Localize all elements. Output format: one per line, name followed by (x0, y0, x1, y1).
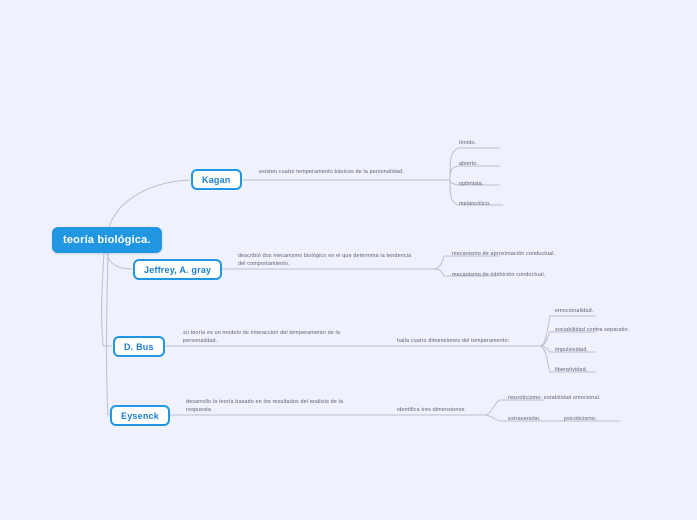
leaf-kagan-3: melancólico. (459, 201, 491, 207)
leaf-dbus-3: liberatividad. (555, 367, 588, 373)
leaf-eysenck-1: extraversión. psicoticismo. (508, 416, 597, 422)
leaf-jeffrey-0: mecanismo de aproximación conductual. (452, 251, 556, 257)
branch-node-eysenck-label: Eysenck (121, 410, 159, 421)
edge-label-jeffrey: describió dos mecanismo biológico en el … (238, 253, 412, 267)
leaf-kagan-0: tímido. (459, 140, 477, 146)
edge-label-dbus: su teoría es un modelo de interacción de… (183, 330, 341, 344)
leaf-eysenck-0: neuroticismo- estabilidad emocional. (508, 395, 601, 401)
leaf-kagan-2: optimista. (459, 181, 484, 187)
mid-label-dbus: halla cuatro dimensiones del temperament… (397, 338, 510, 344)
leaf-jeffrey-1: mecanismo de inhibición conductual. (452, 272, 546, 278)
branch-node-jeffrey[interactable]: Jeffrey, A. gray (133, 259, 223, 280)
branch-node-kagan[interactable]: Kagan (191, 169, 242, 190)
branch-node-kagan-label: Kagan (202, 174, 231, 185)
edge-label-eysenck: desarrollo la teoría basado en los resul… (186, 399, 344, 413)
leaf-kagan-1: abierto. (459, 161, 479, 167)
leaf-dbus-1: sociabilidad contra separado. (555, 327, 630, 333)
branch-node-jeffrey-label: Jeffrey, A. gray (144, 264, 212, 275)
edge-label-kagan: existen cuatro temperamento básicos de l… (259, 169, 404, 175)
branch-node-dbus-label: D. Bus (124, 341, 154, 352)
root-node[interactable]: teoría biológica. (52, 227, 162, 253)
mid-label-eysenck: identifica tres dimensiones (397, 407, 465, 413)
leaf-dbus-2: impulsividad. (555, 347, 589, 353)
branch-node-eysenck[interactable]: Eysenck (110, 405, 170, 426)
branch-node-dbus[interactable]: D. Bus (113, 336, 165, 357)
leaf-dbus-0: emocionalidad. (555, 308, 594, 314)
root-node-label: teoría biológica. (63, 234, 151, 246)
